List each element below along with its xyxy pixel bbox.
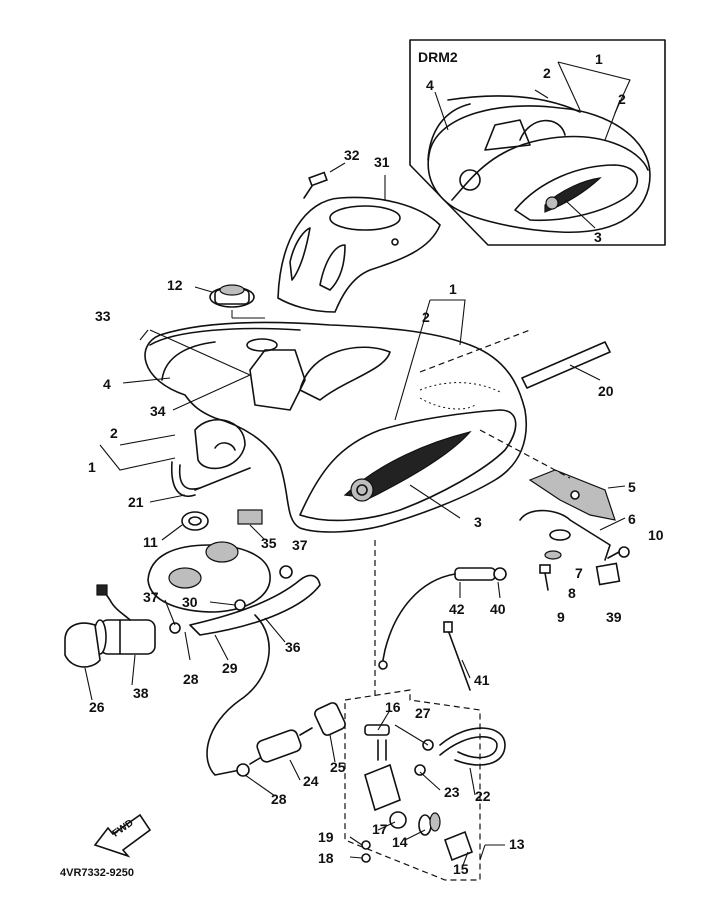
fuel-filter-24 <box>249 727 313 765</box>
callout-22: 22 <box>475 788 491 804</box>
callout-4: 4 <box>426 77 434 93</box>
callout-30: 30 <box>182 594 198 610</box>
callout-2: 2 <box>543 65 551 81</box>
callout-17: 17 <box>372 821 388 837</box>
callout-19: 19 <box>318 829 334 845</box>
fuel-pump-38 <box>93 584 156 655</box>
bracket-5 <box>528 469 626 521</box>
joint-25 <box>314 702 346 736</box>
callout-38: 38 <box>133 685 149 701</box>
callout-13: 13 <box>509 836 525 852</box>
callout-41: 41 <box>474 672 490 688</box>
figure-code: 4VR7332-9250 <box>60 867 135 879</box>
callout-29: 29 <box>222 660 238 676</box>
callout-10: 10 <box>648 527 664 543</box>
callout-34: 34 <box>150 403 166 419</box>
cable-40-42 <box>378 567 507 670</box>
callout-36: 36 <box>285 639 301 655</box>
collar-7-8 <box>544 529 571 560</box>
hose-22 <box>439 727 506 766</box>
breather-hose-21 <box>170 461 251 497</box>
callout-28: 28 <box>271 791 287 807</box>
callout-16: 16 <box>385 699 401 715</box>
callout-6: 6 <box>628 511 636 527</box>
fuel-cock-13 <box>344 689 481 881</box>
callout-15: 15 <box>453 861 469 877</box>
bracket-26 <box>64 622 101 668</box>
callout-4: 4 <box>103 376 111 392</box>
damper-35 <box>237 509 263 525</box>
callout-18: 18 <box>318 850 334 866</box>
callout-32: 32 <box>344 147 360 163</box>
callout-1: 1 <box>88 459 96 475</box>
hose-29 <box>206 614 270 776</box>
forward-arrow-icon <box>93 813 152 858</box>
inset-drm2 <box>409 39 666 246</box>
callout-14: 14 <box>392 834 408 850</box>
hose-36 <box>189 574 321 636</box>
callout-25: 25 <box>330 759 346 775</box>
plate-39 <box>595 562 621 586</box>
callout-3: 3 <box>594 229 602 245</box>
callout-40: 40 <box>490 601 506 617</box>
tank-cover-31 <box>277 175 441 313</box>
callout-8: 8 <box>568 585 576 601</box>
callout-35: 35 <box>261 535 277 551</box>
tie-41 <box>443 621 471 691</box>
callout-1: 1 <box>449 281 457 297</box>
screw-32 <box>303 162 346 199</box>
fuel-cap-12 <box>194 284 265 319</box>
hose-20 <box>419 329 611 389</box>
clip-28b <box>236 763 250 777</box>
fuel-tank-body <box>144 321 527 533</box>
callout-23: 23 <box>444 784 460 800</box>
callout-12: 12 <box>167 277 183 293</box>
callout-28: 28 <box>183 671 199 687</box>
callout-42: 42 <box>449 601 465 617</box>
clips-23-27 <box>414 739 434 776</box>
callout-1: 1 <box>595 51 603 67</box>
callout-31: 31 <box>374 154 390 170</box>
callout-9: 9 <box>557 609 565 625</box>
leader-lines <box>84 299 505 869</box>
callout-39: 39 <box>606 609 622 625</box>
canister <box>147 541 271 613</box>
callout-37: 37 <box>143 589 159 605</box>
callout-27: 27 <box>415 705 431 721</box>
callout-5: 5 <box>628 479 636 495</box>
callout-21: 21 <box>128 494 144 510</box>
callout-2: 2 <box>110 425 118 441</box>
callout-7: 7 <box>575 565 583 581</box>
callout-2: 2 <box>618 91 626 107</box>
callout-3: 3 <box>474 514 482 530</box>
inset-title: DRM2 <box>418 49 458 65</box>
callout-20: 20 <box>598 383 614 399</box>
damper-6 <box>519 509 626 561</box>
callout-24: 24 <box>303 773 319 789</box>
callout-11: 11 <box>143 534 158 550</box>
callout-2: 2 <box>422 309 430 325</box>
bolt-10 <box>607 546 630 559</box>
bolt-9 <box>539 564 551 591</box>
callout-37: 37 <box>292 537 308 553</box>
callout-26: 26 <box>89 699 105 715</box>
grommet-11 <box>181 511 209 531</box>
callout-33: 33 <box>95 308 111 324</box>
